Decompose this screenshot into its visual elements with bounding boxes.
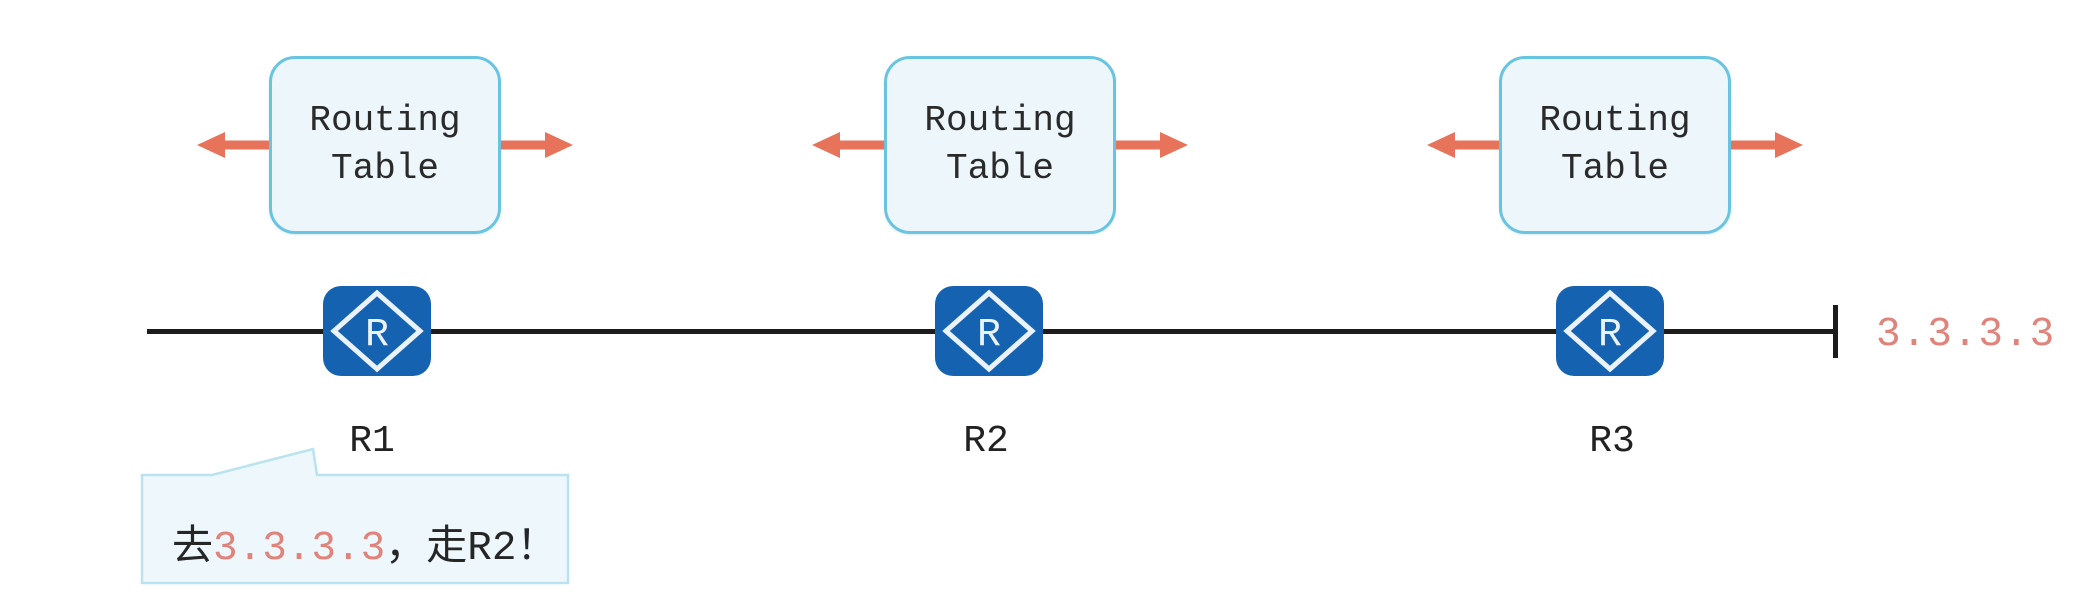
right-arrow-icon (1116, 132, 1188, 158)
link-endpoint-tick (1833, 305, 1838, 358)
routing-table-label-line1: Routing (1539, 100, 1691, 142)
router-icon-r1: R (323, 286, 431, 376)
router-icon-letter: R (977, 313, 1001, 358)
routing-table-label-line2: Table (330, 148, 440, 189)
router-diamond-icon (1563, 289, 1657, 373)
router-icon-letter: R (1598, 313, 1622, 358)
router-label-r2: R2 (963, 420, 1009, 463)
router-label-r1: R1 (349, 420, 395, 463)
bubble-text-ip: 3.3.3.3 (213, 526, 386, 572)
routing-table-box-r3: Routing Table (1499, 56, 1731, 234)
routing-table-box-r1: Routing Table (269, 56, 501, 234)
routing-table-label-line2: Table (945, 148, 1055, 189)
right-arrow-icon (1731, 132, 1803, 158)
bubble-text-suffix: ，走R2！ (385, 526, 558, 572)
router-icon-letter: R (365, 313, 389, 358)
speech-bubble (140, 444, 572, 586)
routing-table-label-line1: Routing (924, 100, 1076, 142)
destination-ip-label: 3.3.3.3 (1876, 312, 2056, 358)
router-label-r3: R3 (1589, 420, 1635, 463)
routing-table-label-line2: Table (1560, 148, 1670, 189)
bubble-text-prefix: 去 (172, 526, 213, 572)
right-arrow-icon (501, 132, 573, 158)
left-arrow-icon (197, 132, 269, 158)
left-arrow-icon (812, 132, 884, 158)
routing-table-box-r2: Routing Table (884, 56, 1116, 234)
router-diamond-icon (330, 289, 424, 373)
routing-table-label-line1: Routing (309, 100, 461, 142)
speech-bubble-text: 去3.3.3.3，走R2！ (172, 511, 557, 572)
router-icon-r2: R (935, 286, 1043, 376)
router-diamond-icon (942, 289, 1036, 373)
router-icon-r3: R (1556, 286, 1664, 376)
left-arrow-icon (1427, 132, 1499, 158)
